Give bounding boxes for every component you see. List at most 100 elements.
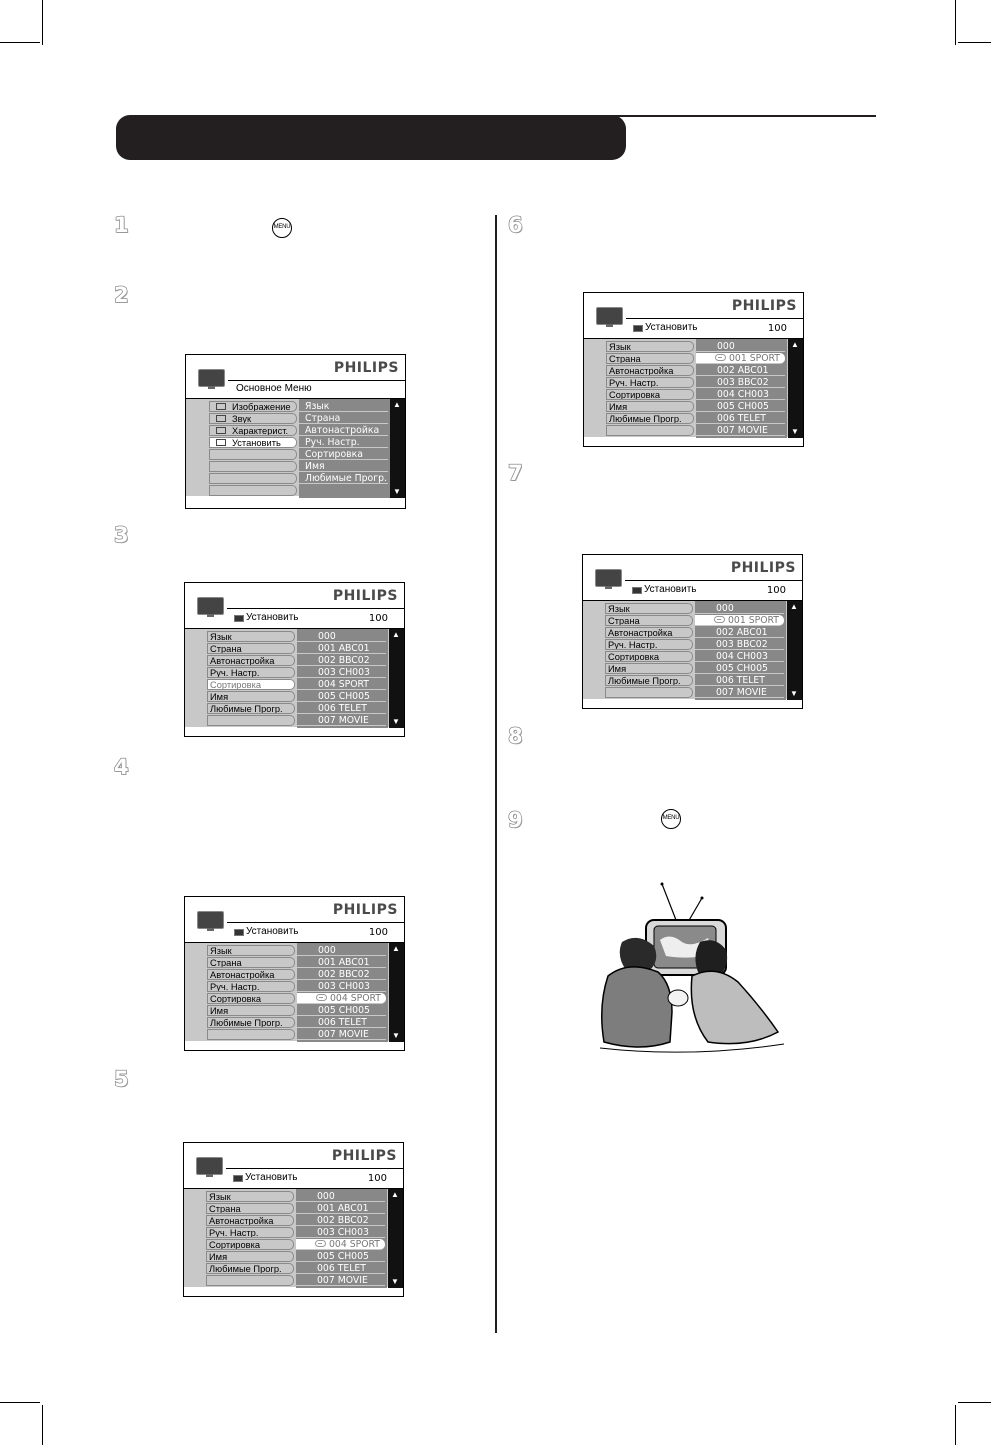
install-mode-icon [234, 615, 244, 622]
tv-icon [596, 307, 623, 327]
divider [227, 922, 404, 923]
channel-list-item: 002 ABC01 [695, 627, 784, 638]
channel-number: 100 [368, 613, 388, 624]
picture-icon [216, 403, 226, 410]
menu-title: Основное Меню [236, 383, 312, 394]
header-rule [600, 115, 876, 117]
brand-logo: PHILIPS [331, 1148, 397, 1164]
scrollbar: ▲ ▼ [390, 399, 405, 498]
channel-list-item: 003 CH003 [297, 667, 386, 678]
channel-list-item: 006 TELET [297, 1017, 386, 1028]
install-mode-icon [632, 587, 642, 594]
channel-list-item: 007 MOVIE [695, 687, 784, 698]
arrow-down-icon: ▼ [791, 427, 799, 436]
move-cursor-icon [714, 616, 725, 623]
arrow-down-icon: ▼ [790, 689, 798, 698]
channel-number: 100 [368, 927, 388, 938]
channel-list-item: 006 TELET [696, 413, 785, 424]
install-menu-item: Автонастройка [606, 365, 694, 376]
scrollbar: ▲▼ [388, 1189, 403, 1288]
crop-mark [955, 0, 956, 45]
channel-list-item: 000 [695, 603, 784, 614]
arrow-up-icon: ▲ [393, 400, 401, 409]
divider [227, 608, 404, 609]
divider [226, 1168, 403, 1169]
install-menu-item: Сортировка [206, 1239, 294, 1250]
menu-item-empty [209, 473, 297, 484]
install-menu-item: Сортировка [605, 651, 693, 662]
menu-title: Установить [246, 612, 299, 623]
install-menu-item: Язык [605, 603, 693, 614]
crop-mark [958, 42, 991, 43]
install-menu-item: Страна [207, 643, 295, 654]
channel-list-item: 002 BBC02 [296, 1215, 385, 1226]
arrow-up-icon: ▲ [392, 944, 400, 953]
submenu-item: Сортировка [299, 449, 388, 460]
install-mode-icon [233, 1175, 243, 1182]
channel-list-item: 003 BBC02 [695, 639, 784, 650]
install-mode-icon [234, 929, 244, 936]
install-menu-item: Руч. Настр. [207, 981, 295, 992]
channel-list-item: 005 CH005 [695, 663, 784, 674]
install-menu-item [605, 687, 693, 698]
arrow-down-icon: ▼ [393, 487, 401, 496]
install-menu-item: Страна [605, 615, 693, 626]
channel-list-item: 004 SPORT [296, 1239, 385, 1250]
install-menu-item [207, 1029, 295, 1040]
channel-list-item: 001 ABC01 [297, 643, 386, 654]
brand-logo: PHILIPS [730, 560, 796, 576]
install-menu-item: Любимые Прогр. [207, 1017, 295, 1028]
channel-list-item: 004 SPORT [297, 679, 386, 690]
install-menu-item: Имя [207, 1005, 295, 1016]
divider [186, 398, 405, 399]
menu-title: Установить [645, 322, 698, 333]
divider [184, 1188, 403, 1189]
menu-item-empty [209, 449, 297, 460]
move-cursor-icon [715, 354, 726, 361]
divider [228, 380, 405, 381]
channel-list-item: 000 [696, 341, 785, 352]
star-icon [216, 427, 226, 434]
channel-list-item: 000 [297, 945, 386, 956]
arrow-down-icon: ▼ [391, 1277, 399, 1286]
channel-list-item: 005 CH005 [297, 1005, 386, 1016]
tv-icon [198, 369, 225, 389]
install-menu-item: Сортировка [606, 389, 694, 400]
crop-mark [42, 1405, 43, 1445]
install-menu-item: Язык [207, 631, 295, 642]
menu-item-empty [209, 485, 297, 496]
install-menu-item: Имя [207, 691, 295, 702]
menu-title: Установить [246, 926, 299, 937]
channel-list-item: 005 CH005 [696, 401, 785, 412]
move-cursor-icon [315, 1240, 326, 1247]
scrollbar: ▲▼ [788, 339, 803, 438]
channel-list-item: 003 CH003 [296, 1227, 385, 1238]
menu-title: Установить [644, 584, 697, 595]
install-menu-item [207, 715, 295, 726]
install-menu-item: Любимые Прогр. [606, 413, 694, 424]
divider [626, 318, 803, 319]
divider [584, 338, 803, 339]
arrow-down-icon: ▼ [392, 717, 400, 726]
channel-list-item: 002 BBC02 [297, 655, 386, 666]
channel-list-item: 000 [297, 631, 386, 642]
menu-body: Изображение Звук Характерист. Установить… [186, 399, 405, 498]
install-menu-item: Автонастройка [207, 655, 295, 666]
tv-icon [196, 1157, 223, 1177]
install-menu-item [206, 1275, 294, 1286]
brand-logo: PHILIPS [332, 902, 398, 918]
menu-item-sound: Звук [209, 413, 297, 424]
channel-number: 100 [367, 1173, 387, 1184]
menu-item-empty [209, 461, 297, 472]
step-number: 4 [113, 754, 129, 779]
divider [583, 600, 802, 601]
channel-list-item: 003 BBC02 [696, 377, 785, 388]
install-menu-item: Сортировка [207, 679, 295, 690]
scrollbar: ▲▼ [389, 629, 404, 728]
